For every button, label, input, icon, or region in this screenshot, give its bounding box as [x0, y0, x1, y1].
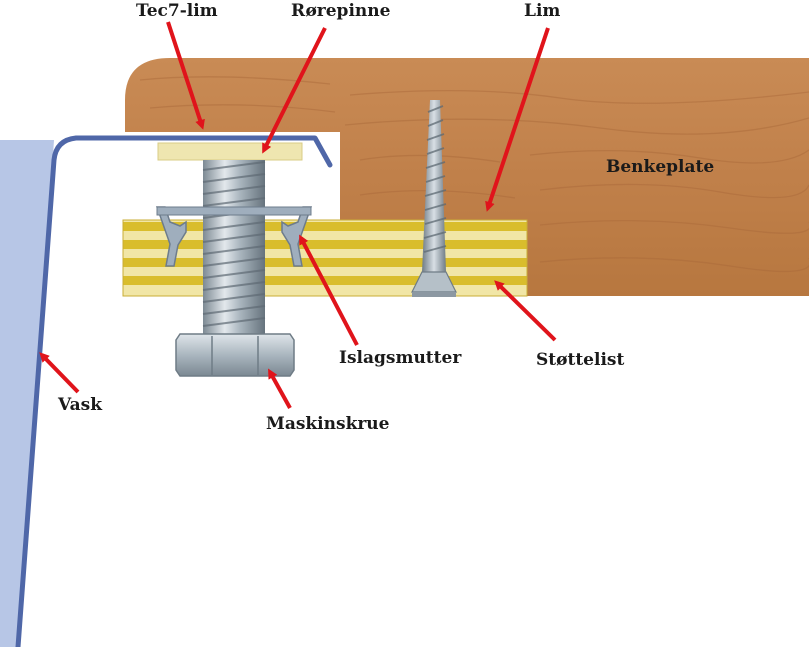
arrow-stottelist: [494, 280, 557, 342]
callout-arrows: [39, 21, 557, 409]
label-benkeplate: Benkeplate: [606, 157, 715, 177]
arrow-islagsmutter: [299, 234, 359, 346]
arrow-maskinskrue: [268, 368, 292, 409]
arrow-rorepinne: [262, 27, 327, 154]
label-stottelist: Støttelist: [536, 350, 625, 370]
tec7-glue-strip: [157, 142, 303, 161]
label-vask: Vask: [58, 395, 102, 415]
treskrue-shape: [411, 100, 457, 297]
arrow-tec7: [166, 21, 205, 130]
label-lim: Lim: [524, 1, 561, 21]
label-tec7-lim: Tec7-lim: [136, 1, 218, 21]
maskinskrue-shape: [175, 160, 295, 377]
label-islagsmutter: Islagsmutter: [339, 348, 462, 368]
label-maskinskrue: Maskinskrue: [266, 414, 390, 434]
arrow-lim: [485, 27, 550, 212]
label-rorepinne: Rørepinne: [291, 1, 391, 21]
vask-shape: [0, 135, 333, 647]
arrow-vask: [39, 352, 80, 394]
benkeplate-shape: [125, 58, 809, 296]
islagsmutter-shape: [155, 206, 313, 267]
